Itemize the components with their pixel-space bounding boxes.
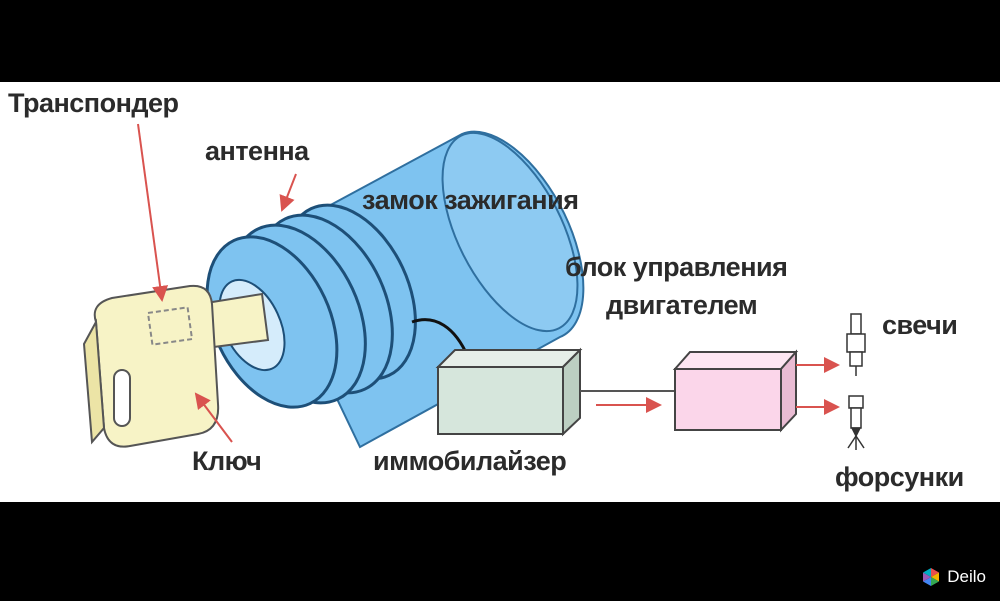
label-transponder: Транспондер [8, 88, 179, 118]
label-ecu-line2: двигателем [606, 290, 758, 320]
immobilizer-system-diagram [82, 123, 866, 450]
ecu-box [672, 349, 799, 433]
key-ring-hole [113, 369, 131, 427]
immobilizer-box [435, 347, 583, 437]
key-pointer [194, 392, 233, 443]
label-spark-plugs: свечи [882, 310, 958, 340]
label-ignition-lock: замок зажигания [362, 185, 579, 215]
diagram-canvas: Транспондер антенна замок зажигания блок… [0, 82, 1000, 502]
label-ecu-line1: блок управления [565, 252, 788, 282]
transponder-chip [146, 306, 194, 346]
label-antenna: антенна [205, 136, 309, 166]
label-key: Ключ [192, 446, 262, 476]
spark-plug-icon [846, 313, 866, 376]
watermark: Deilo [921, 567, 986, 587]
antenna-coils [205, 203, 417, 409]
transponder-pointer [137, 123, 169, 302]
label-immobilizer: иммобилайзер [373, 446, 567, 476]
watermark-text: Deilo [947, 567, 986, 586]
key-head [82, 284, 220, 448]
injector-icon [847, 395, 865, 450]
deilo-logo-icon [923, 568, 940, 586]
label-injectors: форсунки [835, 462, 964, 492]
antenna-pointer [279, 173, 297, 212]
